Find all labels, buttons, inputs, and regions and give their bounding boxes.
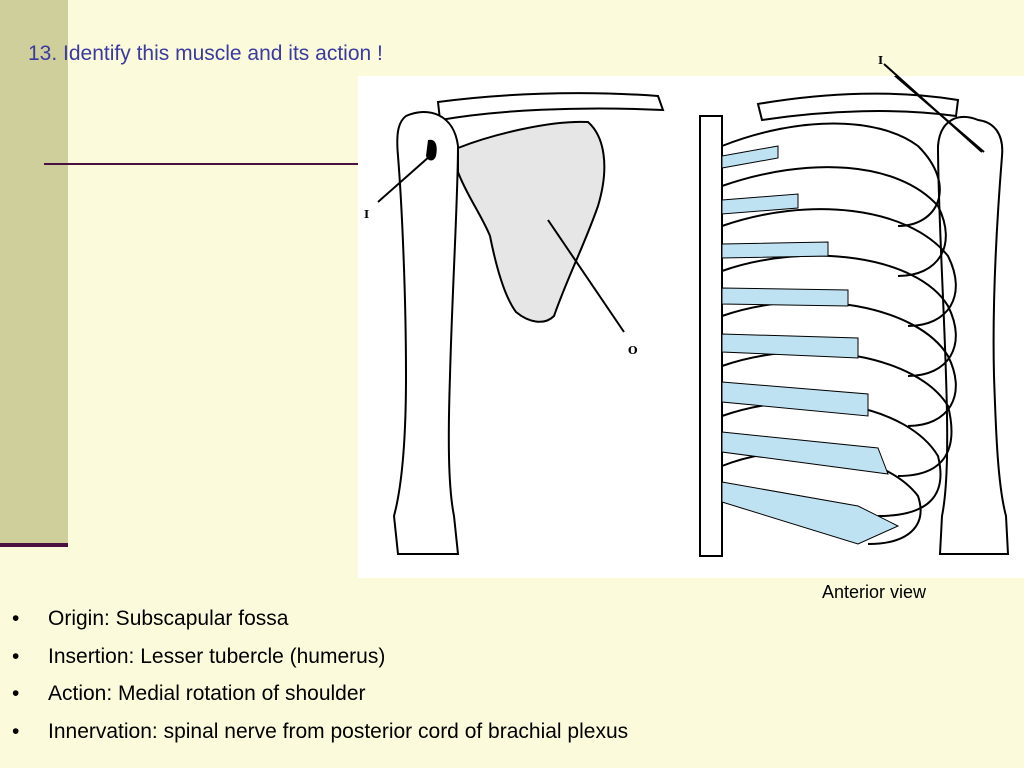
anatomy-figure: I I O: [358, 76, 1024, 578]
label-origin: O: [628, 344, 638, 357]
right-clavicle: [756, 92, 960, 122]
bullet-insertion: Insertion: Lesser tubercle (humerus): [12, 638, 1012, 676]
label-insertion-left: I: [364, 208, 369, 221]
rib-cage: [721, 122, 957, 545]
left-clavicle: [436, 92, 665, 122]
right-humerus: [936, 116, 1010, 555]
scapula: [457, 120, 606, 323]
label-insertion-top-wrapper: I: [878, 54, 883, 67]
side-band: [0, 0, 68, 544]
bullet-action: Action: Medial rotation of shoulder: [12, 675, 1012, 713]
sternum: [699, 115, 723, 557]
bullet-innervation: Innervation: spinal nerve from posterior…: [12, 713, 1012, 751]
slide-title: 13. Identify this muscle and its action …: [28, 42, 383, 65]
side-rule: [0, 543, 68, 547]
costal-cartilage: [721, 145, 900, 545]
pointer-line-origin: [547, 219, 625, 333]
insertion-mark: [426, 139, 437, 161]
pointer-line-top-wrapper: [883, 63, 983, 153]
label-insertion-top: I: [878, 54, 883, 67]
skeleton-illustration: I I O: [364, 76, 1010, 557]
pointer-line-top: [883, 63, 983, 153]
bullet-origin: Origin: Subscapular fossa: [12, 600, 1012, 638]
pointer-line-insertion-left: [377, 155, 431, 203]
title-underline: [44, 163, 360, 165]
bullet-list: Origin: Subscapular fossa Insertion: Les…: [12, 600, 1012, 750]
figure-caption: Anterior view: [822, 582, 927, 602]
